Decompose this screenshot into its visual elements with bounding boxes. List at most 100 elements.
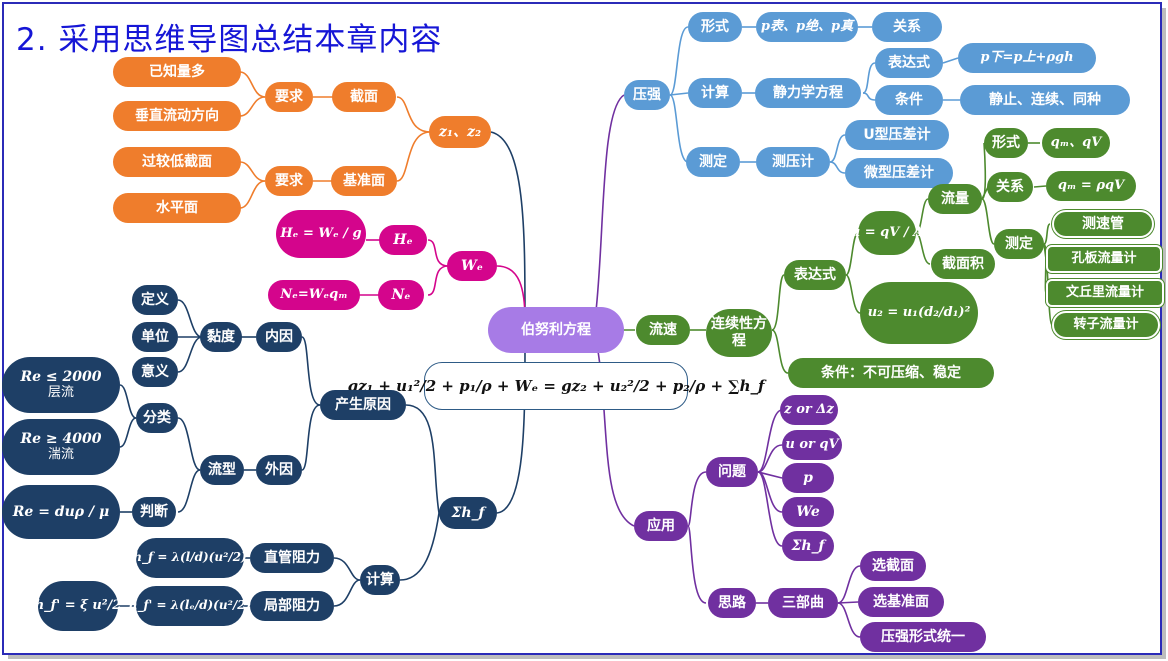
node-tiaojian-pressure[interactable]: 条件 [875, 85, 943, 115]
node-diameter-velocity-equation[interactable]: u₂ = u₁(d₂/d₁)² [860, 282, 978, 344]
node-biaodashi-pressure[interactable]: 表达式 [875, 48, 943, 78]
node-biaodashi-continuity[interactable]: 表达式 [784, 260, 846, 290]
node-flow-forms-label: qₘ、qV [1050, 134, 1102, 150]
node-u-manometer[interactable]: U型压差计 [845, 120, 949, 150]
node-problem-u[interactable]: u or qV [782, 430, 842, 460]
node-cesuguan[interactable]: 测速管 [1052, 210, 1154, 238]
node-yingyong[interactable]: 应用 [634, 511, 688, 541]
node-jinglixue-fangcheng[interactable]: 静力学方程 [755, 78, 861, 108]
node-waiyin[interactable]: 外因 [256, 455, 302, 485]
node-we[interactable]: Wₑ [447, 251, 497, 281]
node-problem-z-label: z or Δz [784, 401, 834, 417]
node-fenlei[interactable]: 分类 [136, 403, 178, 433]
node-xingshi-flow[interactable]: 形式 [984, 128, 1028, 158]
node-guojiaodi-jiemian[interactable]: 过较低截面 [113, 147, 241, 177]
center-node-bernoulli[interactable]: 伯努利方程 [488, 307, 624, 353]
node-shuipingmian[interactable]: 水平面 [113, 193, 241, 223]
node-jiemian[interactable]: 截面 [332, 82, 396, 112]
node-jubu-zuli[interactable]: 局部阻力 [250, 591, 334, 621]
node-ceding-pressure[interactable]: 测定 [686, 147, 740, 177]
node-wenti[interactable]: 问题 [706, 457, 758, 487]
node-problem-z[interactable]: z or Δz [780, 395, 838, 425]
node-we-label: Wₑ [461, 257, 483, 274]
node-yiyi[interactable]: 意义 [132, 357, 178, 387]
node-hydrostatic-expression[interactable]: p下=p上+ρgh [958, 43, 1096, 73]
node-xingshi-pressure[interactable]: 形式 [688, 12, 742, 42]
node-problem-we-label: We [796, 503, 820, 520]
node-ne-equation[interactable]: Nₑ=Wₑqₘ [268, 280, 360, 310]
node-velocity-equation-label: u = qV / A [850, 224, 924, 240]
node-problem-we[interactable]: We [782, 497, 834, 527]
node-re-turbulent-label: 湍流 [47, 446, 74, 462]
node-pressure-unify[interactable]: 压强形式统一 [860, 622, 986, 652]
node-he-equation-label: Hₑ = Wₑ / g [280, 225, 362, 241]
node-guanxi-pressure[interactable]: 关系 [872, 12, 942, 42]
node-xuan-jizhunmian[interactable]: 选基准面 [858, 587, 944, 617]
node-zhuanzi-liuliangji[interactable]: 转子流量计 [1052, 311, 1160, 339]
node-continuity-conditions[interactable]: 条件：不可压缩、稳定 [788, 358, 994, 388]
node-jisuan-resistance[interactable]: 计算 [360, 565, 400, 595]
node-re-laminar-condition: Re ≤ 2000 [20, 369, 102, 386]
node-wenqiuli-liuliangji[interactable]: 文丘里流量计 [1046, 279, 1164, 307]
node-hydrostatic-expression-label: p下=p上+ρgh [980, 49, 1074, 65]
node-panduan[interactable]: 判断 [132, 497, 176, 527]
node-problem-hf-label: Σh_f [791, 537, 825, 554]
node-hf-local-xi-formula[interactable]: h_f' = ξ u²/2 [35, 581, 121, 631]
node-hf-straight-pipe-formula-label: h_f = λ(l/d)(u²/2) [133, 550, 247, 565]
node-re-laminar-label: 层流 [47, 384, 74, 400]
node-diameter-velocity-equation-label: u₂ = u₁(d₂/d₁)² [867, 304, 971, 320]
node-ceding-flow[interactable]: 测定 [994, 229, 1044, 259]
node-z1-z2-label: z₁、z₂ [438, 123, 482, 140]
node-sum-hf[interactable]: Σh_f [439, 497, 497, 529]
node-danwei[interactable]: 单位 [132, 322, 178, 352]
node-micro-manometer[interactable]: 微型压差计 [845, 158, 953, 188]
node-lianxuxing-fangcheng[interactable]: 连续性方程 [706, 309, 772, 357]
node-ne[interactable]: Nₑ [378, 280, 424, 310]
node-dingyi[interactable]: 定义 [132, 285, 178, 315]
node-flow-forms[interactable]: qₘ、qV [1042, 128, 1110, 158]
node-jizhunmian[interactable]: 基准面 [331, 166, 397, 196]
node-problem-hf[interactable]: Σh_f [782, 531, 834, 561]
node-chuizhi-liudong[interactable]: 垂直流动方向 [113, 101, 241, 131]
node-silu[interactable]: 思路 [708, 588, 756, 618]
node-niandu[interactable]: 黏度 [200, 322, 242, 352]
node-yaoqiu-1[interactable]: 要求 [265, 82, 313, 112]
node-kongban-liuliangji[interactable]: 孔板流量计 [1046, 245, 1162, 273]
node-jiemianji[interactable]: 截面积 [931, 249, 995, 279]
node-velocity-equation[interactable]: u = qV / A [851, 211, 923, 255]
node-jisuan-pressure[interactable]: 计算 [688, 78, 742, 108]
node-ne-label: Nₑ [391, 286, 411, 303]
node-yaoqiu-2[interactable]: 要求 [265, 166, 313, 196]
node-liuxing[interactable]: 流型 [200, 455, 244, 485]
node-xuan-jiemian[interactable]: 选截面 [860, 551, 926, 581]
node-mass-flow-relation[interactable]: qₘ = ρqV [1046, 171, 1136, 201]
node-re-formula-label: Re = duρ / μ [12, 503, 110, 520]
node-ceyaji[interactable]: 测压计 [756, 147, 830, 177]
node-yizhiliangduo[interactable]: 已知量多 [113, 57, 241, 87]
node-sanbuqu[interactable]: 三部曲 [768, 588, 838, 618]
node-hydrostatic-conditions[interactable]: 静止、连续、同种 [960, 85, 1130, 115]
node-hf-local-length-formula[interactable]: h_f' = λ(lₑ/d)(u²/2) [129, 586, 251, 626]
node-hf-straight-pipe-formula[interactable]: h_f = λ(l/d)(u²/2) [133, 538, 247, 578]
node-he-equation[interactable]: Hₑ = Wₑ / g [276, 210, 366, 258]
frame-shadow-right [1162, 8, 1166, 659]
node-pressure-forms[interactable]: p表、p绝、p真 [756, 12, 858, 42]
node-yaqiang[interactable]: 压强 [624, 80, 670, 110]
node-liuliang[interactable]: 流量 [928, 184, 982, 214]
node-guanxi-flow[interactable]: 关系 [987, 172, 1033, 202]
node-chansheng-yuanyin[interactable]: 产生原因 [320, 390, 406, 420]
node-problem-p[interactable]: p [782, 463, 834, 493]
node-mass-flow-relation-label: qₘ = ρqV [1057, 177, 1125, 193]
node-he[interactable]: Hₑ [379, 225, 427, 255]
node-zhiguan-zuli[interactable]: 直管阻力 [250, 543, 334, 573]
node-problem-p-label: p [803, 469, 813, 486]
node-liusu[interactable]: 流速 [636, 315, 690, 345]
node-neiyin[interactable]: 内因 [256, 322, 302, 352]
node-problem-u-label: u or qV [785, 436, 839, 452]
node-re-formula[interactable]: Re = duρ / μ [2, 485, 120, 539]
slide-title: 2. 采用思维导图总结本章内容 [16, 22, 443, 58]
node-z1-z2[interactable]: z₁、z₂ [429, 116, 491, 148]
